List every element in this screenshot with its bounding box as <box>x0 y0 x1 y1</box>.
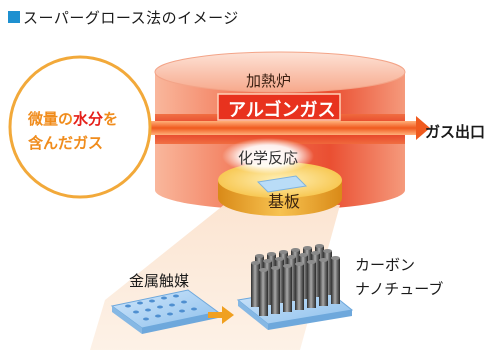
chemical-reaction-label: 化学反応 <box>238 149 299 167</box>
title-bullet-square <box>8 11 20 23</box>
catalyst-plate <box>110 289 220 334</box>
metal-catalyst-label: 金属触媒 <box>129 272 190 290</box>
water-gas-label-line1: 微量の水分を <box>28 108 118 129</box>
growth-arrow <box>208 306 234 324</box>
furnace-label: 加熱炉 <box>246 72 292 90</box>
carbon-nanotube-label-line1: カーボン <box>355 256 416 274</box>
water-highlight: 水分 <box>73 110 104 128</box>
diagram-title: スーパーグロース法のイメージ <box>8 6 239 28</box>
water-gas-suffix: を <box>103 110 119 128</box>
gas-outlet-label: ガス出口 <box>425 123 486 141</box>
substrate-label: 基板 <box>268 192 301 211</box>
water-gas-prefix: 微量の <box>28 110 74 128</box>
gas-outlet-arrow <box>416 116 430 140</box>
argon-box <box>217 93 341 121</box>
carbon-nanotube-label-line2: ナノチューブ <box>355 280 444 298</box>
title-text: スーパーグロース法のイメージ <box>23 8 239 27</box>
substrate-sample <box>256 175 308 193</box>
nanotube-forest <box>251 244 340 316</box>
water-gas-label-line2: 含んだガス <box>28 134 104 152</box>
argon-gas-label: アルゴンガス <box>228 100 336 121</box>
water-gas-circle <box>8 55 152 199</box>
reaction-glow <box>222 138 314 174</box>
